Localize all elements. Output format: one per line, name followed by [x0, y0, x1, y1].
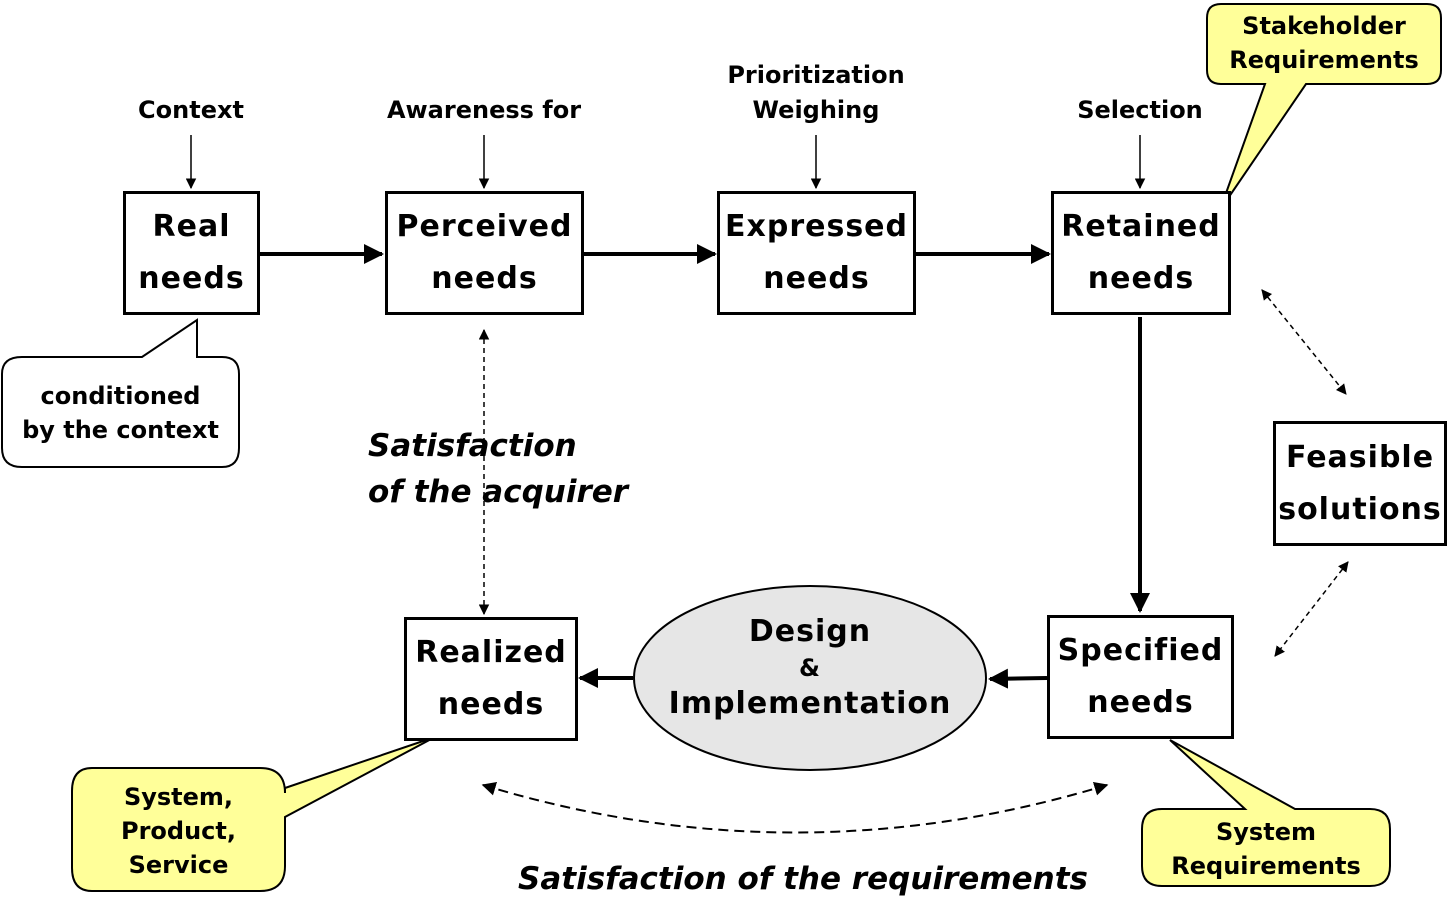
satisfaction-requirements-label: Satisfaction of the requirements [518, 861, 1088, 897]
retained-needs-line1: Retained [1061, 209, 1221, 244]
satisfaction-acquirer-label: Satisfaction of the acquirer [368, 428, 629, 510]
feasible-solutions-line1: Feasible [1285, 439, 1435, 475]
specified-needs-line2: needs [1087, 685, 1194, 720]
feasible-specified-dashed-arrow [1274, 561, 1349, 657]
design-implementation-label: Design & Implementation [650, 612, 970, 724]
realized-needs-line2: needs [437, 687, 545, 722]
conditioned-context-text: conditioned by the context [22, 382, 219, 444]
requirements-satisfaction-dashed-arrow [481, 781, 1109, 834]
feasible-solutions-box: Feasible solutions [1273, 421, 1447, 546]
stakeholder-requirements-text: Stakeholder Requirements [1229, 12, 1419, 74]
retained-needs-line2: needs [1087, 261, 1195, 296]
realized-needs-box: Realized needs [404, 617, 578, 741]
expressed-needs-line1: Expressed [725, 209, 908, 244]
perceived-needs-line1: Perceived [396, 209, 573, 244]
real-needs-line1: Real [152, 209, 231, 244]
perceived-needs-box: Perceived needs [385, 191, 584, 315]
conditioned-context-callout-shape [1, 318, 240, 468]
system-product-service-callout-shape [71, 736, 436, 892]
prioritization-label: Prioritization [727, 61, 905, 89]
implementation-line: Implementation [668, 686, 952, 721]
ampersand-line: & [799, 654, 821, 682]
stakeholder-requirements-callout-shape [1206, 3, 1442, 211]
real-needs-box: Real needs [123, 191, 260, 315]
weighing-label: Weighing [752, 96, 880, 124]
retained-needs-box: Retained needs [1051, 191, 1231, 315]
realized-needs-line1: Realized [415, 635, 567, 670]
system-product-service-text: System, Product, Service [121, 783, 236, 879]
awareness-label: Awareness for [386, 96, 582, 124]
expressed-needs-box: Expressed needs [717, 191, 916, 315]
system-requirements-callout-shape [1141, 739, 1391, 887]
retained-feasible-dashed-arrow [1261, 289, 1347, 395]
real-needs-line2: needs [138, 261, 245, 296]
specified-needs-line1: Specified [1057, 633, 1224, 668]
expressed-needs-line2: needs [763, 261, 870, 296]
specified-to-design-arrow [988, 668, 1048, 689]
selection-label: Selection [1077, 96, 1203, 124]
perceived-needs-line2: needs [431, 261, 538, 296]
system-requirements-text: System Requirements [1171, 818, 1361, 880]
design-line: Design [748, 614, 872, 649]
feasible-solutions-line2: solutions [1278, 491, 1442, 527]
context-label: Context [138, 96, 244, 124]
specified-needs-box: Specified needs [1047, 615, 1234, 739]
design-implementation-ellipse [633, 585, 987, 771]
